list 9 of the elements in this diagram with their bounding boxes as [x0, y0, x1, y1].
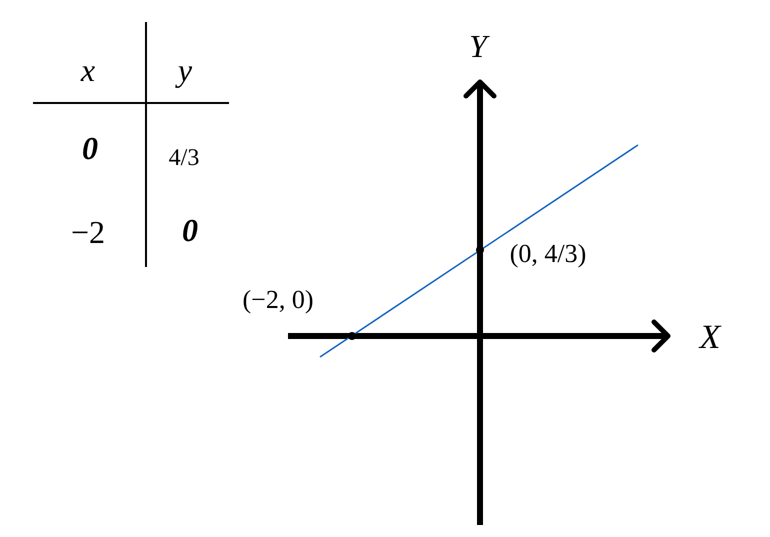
point-label: (−2, 0) — [242, 287, 314, 313]
table-value: 0 — [82, 132, 98, 164]
point-label: (0, 4/3) — [510, 241, 586, 267]
axis-label: X — [700, 321, 720, 355]
table-value: −2 — [70, 216, 106, 248]
table-header: y — [178, 54, 192, 86]
table-header: x — [80, 54, 96, 86]
table-value: 4/3 — [168, 146, 200, 170]
table-value: 0 — [182, 214, 198, 246]
